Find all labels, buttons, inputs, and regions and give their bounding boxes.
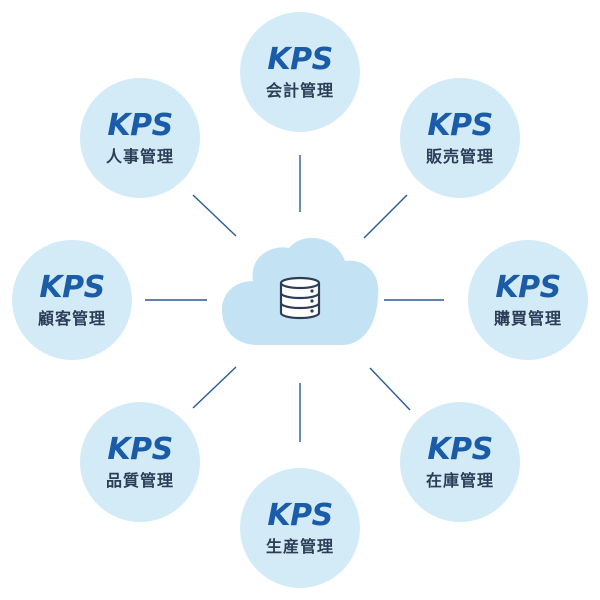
- node-brand: KPS: [107, 108, 172, 143]
- module-node-sales: KPS 販売管理: [400, 78, 520, 198]
- connector-lines: [145, 155, 444, 442]
- node-brand: KPS: [495, 270, 560, 305]
- module-node-quality: KPS 品質管理: [80, 402, 200, 522]
- module-node-purchasing: KPS 購買管理: [468, 240, 588, 360]
- module-node-customer: KPS 顧客管理: [12, 240, 132, 360]
- node-circle: [80, 78, 200, 198]
- node-circle: [240, 468, 360, 588]
- node-label: 人事管理: [106, 147, 174, 166]
- node-label: 購買管理: [493, 309, 562, 328]
- connector-line-sales: [363, 194, 408, 239]
- node-label: 会計管理: [266, 81, 334, 100]
- connector-line-hr: [192, 194, 237, 237]
- node-brand: KPS: [107, 432, 172, 467]
- module-nodes: KPS 会計管理 KPS 販売管理 KPS 購買管理 KPS 在庫管理 KPS 生産管理 KPS 品質…: [12, 12, 588, 588]
- node-label: 顧客管理: [38, 309, 106, 328]
- node-circle: [12, 240, 132, 360]
- node-brand: KPS: [427, 108, 492, 143]
- node-brand: KPS: [427, 432, 492, 467]
- node-brand: KPS: [39, 270, 104, 305]
- node-label: 在庫管理: [426, 471, 494, 490]
- node-brand: KPS: [267, 498, 332, 533]
- node-circle: [400, 78, 520, 198]
- node-circle: [468, 240, 588, 360]
- database-icon: [279, 276, 321, 320]
- module-node-hr: KPS 人事管理: [80, 78, 200, 198]
- node-label: 生産管理: [266, 537, 334, 556]
- node-circle: [240, 12, 360, 132]
- module-node-accounting: KPS 会計管理: [240, 12, 360, 132]
- connector-line-quality: [192, 366, 237, 409]
- cloud-hub: [222, 237, 379, 345]
- node-brand: KPS: [267, 42, 332, 77]
- node-circle: [80, 402, 200, 522]
- module-node-production: KPS 生産管理: [240, 468, 360, 588]
- node-circle: [400, 402, 520, 522]
- connector-line-inventory: [369, 367, 411, 411]
- node-label: 販売管理: [426, 147, 494, 166]
- module-node-inventory: KPS 在庫管理: [400, 402, 520, 522]
- node-label: 品質管理: [106, 471, 174, 490]
